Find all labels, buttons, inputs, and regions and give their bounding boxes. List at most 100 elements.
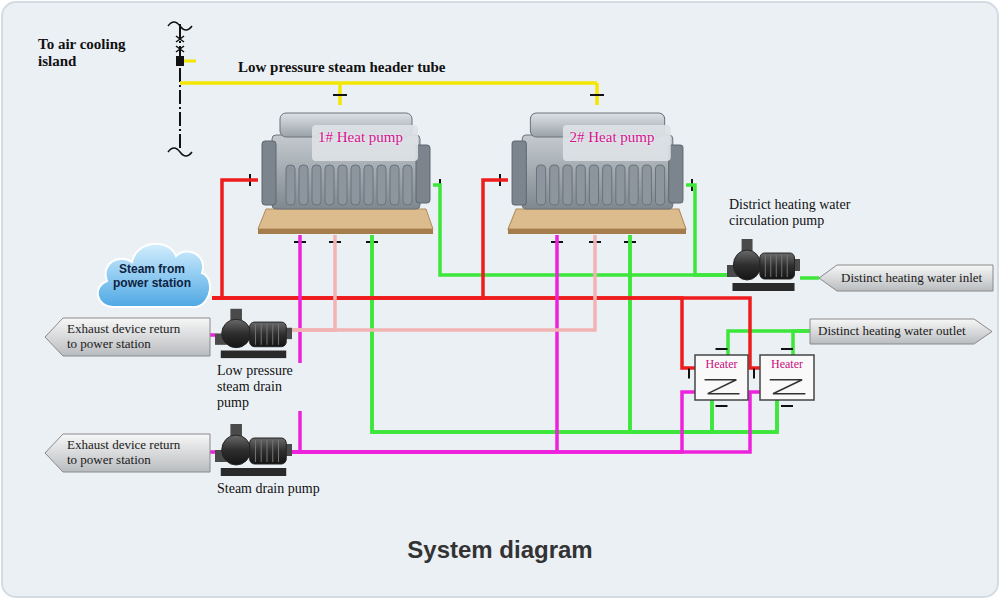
node-label: Exhaust device return to power station <box>67 322 192 352</box>
valve-symbol <box>176 36 184 52</box>
tube-bundle <box>286 165 295 205</box>
pump-motor <box>250 438 287 464</box>
pipe-connector <box>630 235 777 432</box>
tube-bundle <box>629 165 638 205</box>
pipe-flange <box>333 94 604 96</box>
heater-box: Heater <box>760 355 814 400</box>
motor-fins <box>255 324 278 345</box>
pipe-connector <box>212 298 760 368</box>
end-cap <box>512 141 526 205</box>
heater-shell <box>760 355 814 400</box>
pipe-connector <box>210 450 215 454</box>
base-skid <box>508 209 686 229</box>
motor-fins <box>255 440 278 462</box>
pipe-connector <box>728 331 810 355</box>
motor-fins <box>765 255 787 277</box>
pipe-connector <box>686 185 727 275</box>
pump-symbol-outline <box>215 305 292 360</box>
pipe-label: Low pressure steam header tube <box>238 59 446 76</box>
node-label: Distinct heating water outlet <box>818 324 966 339</box>
pipe-connector <box>372 235 777 432</box>
tube-bundle <box>312 165 321 205</box>
heater-coil <box>770 380 806 394</box>
arrow-shape <box>45 318 210 356</box>
tube-bundle <box>536 165 545 205</box>
arrow-shape <box>45 434 210 472</box>
cloud-shape <box>98 244 210 307</box>
end-cap <box>416 145 430 203</box>
node-label: Distinct heating water inlet <box>841 271 982 286</box>
node-label: Low pressure steam drain pump <box>215 363 319 411</box>
pump-motor <box>760 253 795 279</box>
pipe-connector <box>212 298 695 368</box>
pipe-connector <box>292 235 557 452</box>
end-cap <box>262 141 276 205</box>
base-edge <box>508 229 686 234</box>
heat-pump: 1# Heat pump <box>258 105 433 235</box>
pump-symbol-outline <box>727 235 800 293</box>
pump-volute <box>222 319 251 347</box>
pipe-connector <box>210 333 215 337</box>
tube-bundle <box>576 165 585 205</box>
header-stub <box>184 60 196 63</box>
flow-arrow: Exhaust device return to power station <box>45 318 210 356</box>
tube-bundle <box>390 165 399 205</box>
pipe-label: To air cooling island <box>38 36 158 71</box>
heat-pump-outline <box>508 105 686 235</box>
pipe-connector <box>793 331 810 355</box>
source-cloud: Steam from power station <box>92 235 212 312</box>
heat-pump-outline <box>258 105 433 235</box>
pump-volute <box>222 435 251 465</box>
pump-motor <box>250 322 287 347</box>
pump-nozzle <box>742 239 753 251</box>
tube-bundle <box>325 165 334 205</box>
arrow-shape <box>810 319 992 344</box>
pump-symbol: Steam drain pump <box>215 420 292 478</box>
node-label: Steam from power station <box>108 263 196 291</box>
pump-symbol: Low pressure steam drain pump <box>215 305 292 360</box>
pump-volute <box>733 250 760 280</box>
flow-arrow: Distinct heating water outlet <box>810 319 992 344</box>
tube-bundle <box>364 165 373 205</box>
heat-pump: 2# Heat pump <box>508 105 686 235</box>
pipe-connector <box>630 235 712 432</box>
tube-bundle <box>589 165 598 205</box>
heater-coil <box>705 380 740 394</box>
node-label: 1# Heat pump <box>258 129 433 146</box>
end-cap <box>669 145 683 203</box>
node-label: Heater <box>695 355 748 371</box>
flow-arrow: Distinct heating water inlet <box>819 265 993 291</box>
pipe-connector <box>292 392 760 452</box>
pump-base <box>732 283 794 291</box>
valve-body <box>176 56 184 66</box>
heater-box: Heater <box>695 355 748 400</box>
arrow-shape <box>819 265 993 291</box>
pump-base <box>221 351 286 359</box>
base-edge <box>258 229 433 234</box>
flow-arrow: Exhaust device return to power station <box>45 434 210 472</box>
node-label: District heating water circulation pump <box>727 197 867 229</box>
node-label: Heater <box>760 355 814 371</box>
base-skid <box>258 209 433 229</box>
node-label: Exhaust device return to power station <box>67 438 192 468</box>
pipe-connector <box>292 235 595 330</box>
tube-bundle <box>338 165 347 205</box>
tube-bundle <box>563 165 572 205</box>
tube-bundle <box>403 165 412 205</box>
node-label: Steam drain pump <box>215 481 335 497</box>
tube-bundle <box>351 165 360 205</box>
tube-bundle <box>655 165 664 205</box>
tube-bundle <box>299 165 308 205</box>
pump-nozzle <box>230 309 242 320</box>
pipe-flange <box>294 241 636 243</box>
exhaust-duct <box>179 24 181 150</box>
pipe-connector <box>292 235 300 452</box>
pump-base <box>221 468 286 476</box>
pipe-connector <box>292 392 695 452</box>
pump-symbol-outline <box>215 420 292 478</box>
pump-nozzle <box>230 424 242 436</box>
pipe-connector <box>292 235 335 330</box>
tube-bundle <box>603 165 612 205</box>
